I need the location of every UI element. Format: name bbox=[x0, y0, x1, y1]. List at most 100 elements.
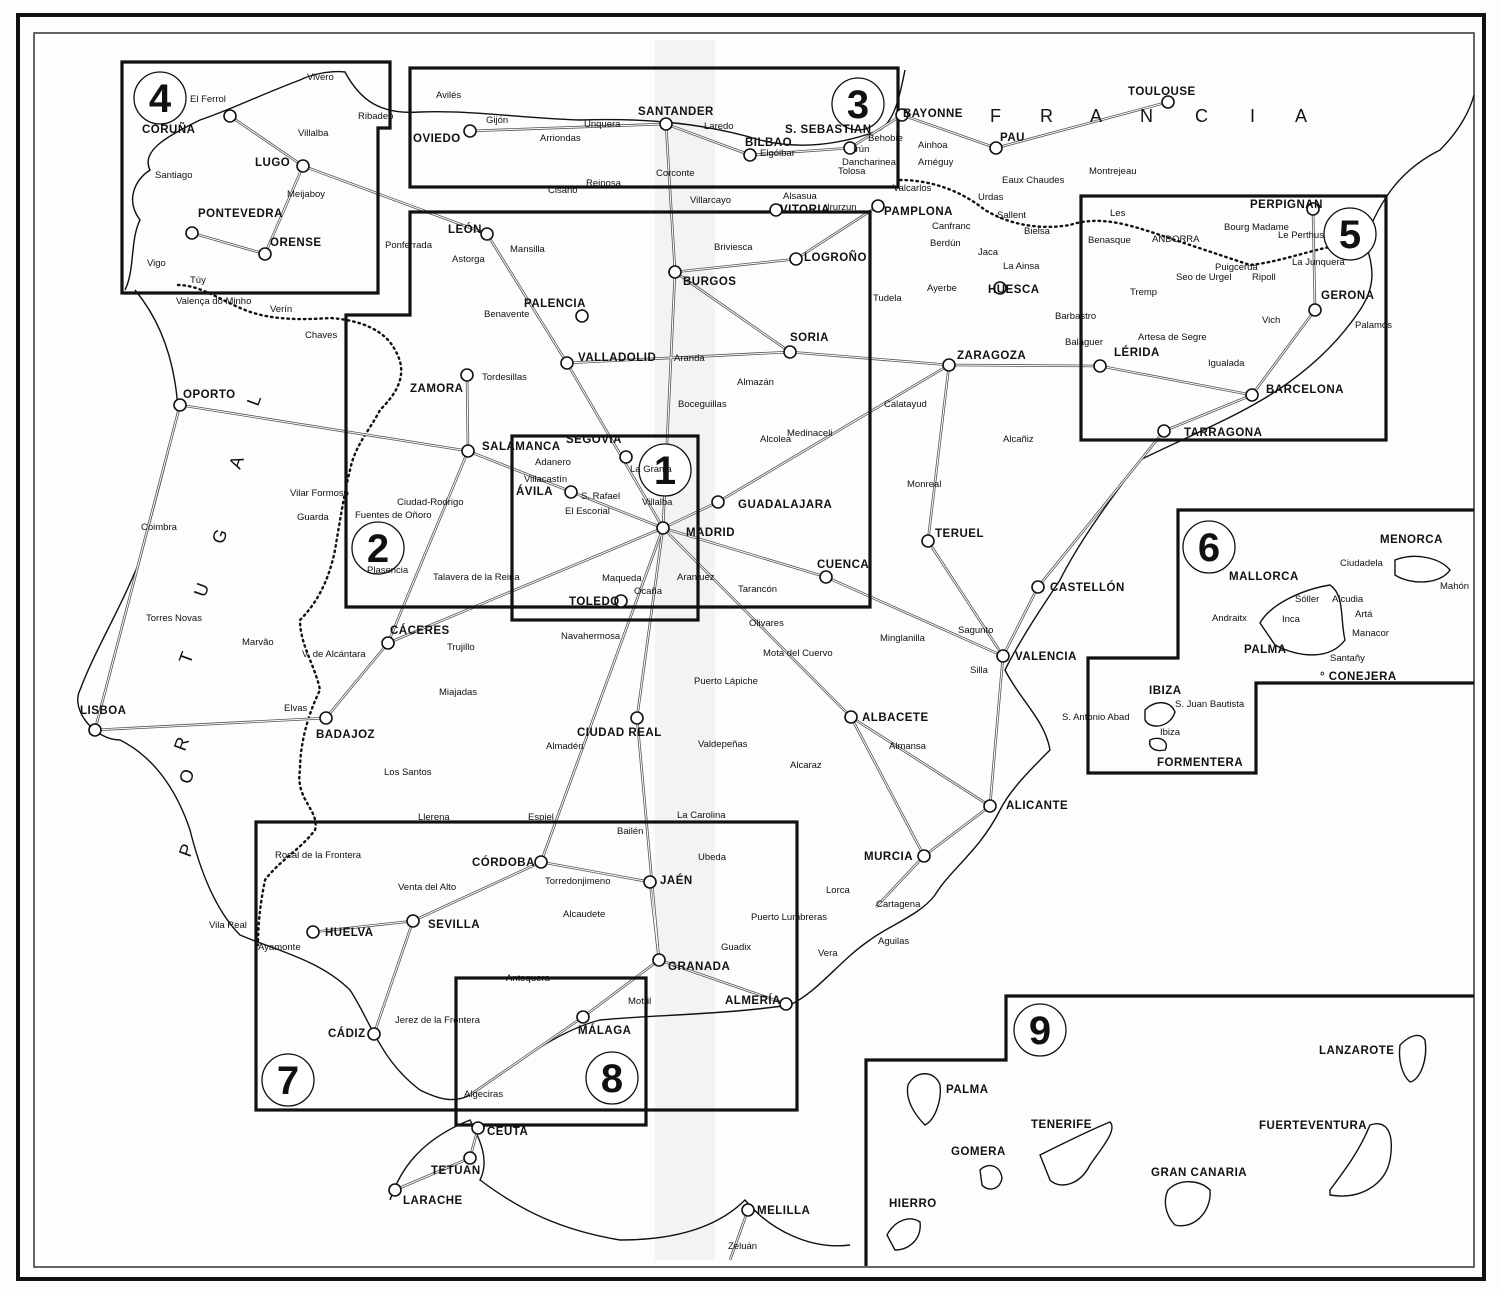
city-marker-santander[interactable] bbox=[659, 117, 673, 131]
city-marker-cadiz[interactable] bbox=[367, 1027, 381, 1041]
region-3-box[interactable] bbox=[408, 66, 900, 189]
city-label-perpignan: PERPIGNAN bbox=[1250, 199, 1323, 211]
city-marker-toulouse[interactable] bbox=[1161, 95, 1175, 109]
city-marker-leon[interactable] bbox=[480, 227, 494, 241]
city-marker-bayonne[interactable] bbox=[895, 108, 909, 122]
region-number-6[interactable]: 6 bbox=[1182, 520, 1236, 574]
city-marker-jaen[interactable] bbox=[643, 875, 657, 889]
city-marker-sevilla[interactable] bbox=[406, 914, 420, 928]
region-5-box[interactable] bbox=[1079, 194, 1388, 442]
city-marker-badajoz[interactable] bbox=[319, 711, 333, 725]
city-marker-avila[interactable] bbox=[564, 485, 578, 499]
region-1-box[interactable] bbox=[510, 434, 700, 622]
city-marker-huelva[interactable] bbox=[306, 925, 320, 939]
city-marker-alicante[interactable] bbox=[983, 799, 997, 813]
city-marker-guadalajara[interactable] bbox=[711, 495, 725, 509]
town-label-villalba: Villalba bbox=[642, 497, 673, 508]
city-label-melilla: MELILLA bbox=[757, 1205, 810, 1217]
region-number-5[interactable]: 5 bbox=[1323, 207, 1377, 261]
city-marker-zaragoza[interactable] bbox=[942, 358, 956, 372]
town-label-elvas: Elvas bbox=[284, 703, 307, 714]
region-number-4[interactable]: 4 bbox=[133, 71, 187, 125]
country-letter-portugal: U bbox=[190, 578, 214, 599]
city-marker-barcelona[interactable] bbox=[1245, 388, 1259, 402]
city-marker-oviedo[interactable] bbox=[463, 124, 477, 138]
city-marker-burgos[interactable] bbox=[668, 265, 682, 279]
city-label-orense: ORENSE bbox=[270, 237, 322, 249]
city-marker-gerona[interactable] bbox=[1308, 303, 1322, 317]
city-marker-lerida[interactable] bbox=[1093, 359, 1107, 373]
city-marker-tarragona[interactable] bbox=[1157, 424, 1171, 438]
town-label-aguilas: Aguilas bbox=[878, 936, 909, 947]
city-marker-ceuta[interactable] bbox=[471, 1121, 485, 1135]
city-marker-salamanca[interactable] bbox=[461, 444, 475, 458]
city-marker-melilla[interactable] bbox=[741, 1203, 755, 1217]
city-marker-coruna[interactable] bbox=[223, 109, 237, 123]
city-label-tarragona: TARRAGONA bbox=[1184, 427, 1262, 439]
city-marker-albacete[interactable] bbox=[844, 710, 858, 724]
city-marker-huesca[interactable] bbox=[993, 281, 1007, 295]
city-marker-cuenca[interactable] bbox=[819, 570, 833, 584]
island-label-tenerife: TENERIFE bbox=[1031, 1119, 1092, 1131]
region-number-8[interactable]: 8 bbox=[585, 1051, 639, 1105]
city-marker-s-sebastian[interactable] bbox=[843, 141, 857, 155]
city-marker-palencia[interactable] bbox=[575, 309, 589, 323]
city-marker-zamora[interactable] bbox=[460, 368, 474, 382]
region-4-box[interactable] bbox=[120, 60, 392, 295]
city-marker-malaga[interactable] bbox=[576, 1010, 590, 1024]
region-number-3[interactable]: 3 bbox=[831, 77, 885, 131]
town-label-seo-de-urgel: Seo de Urgel bbox=[1176, 272, 1231, 283]
city-marker-valencia[interactable] bbox=[996, 649, 1010, 663]
city-marker-lisboa[interactable] bbox=[88, 723, 102, 737]
town-label-lorca: Lorca bbox=[826, 885, 850, 896]
city-marker-ciudad-real[interactable] bbox=[630, 711, 644, 725]
town-label-marvao: Marvão bbox=[242, 637, 274, 648]
city-marker-pau[interactable] bbox=[989, 141, 1003, 155]
region-8-box[interactable] bbox=[454, 976, 648, 1127]
region-9-box[interactable] bbox=[864, 994, 1474, 1266]
city-marker-lugo[interactable] bbox=[296, 159, 310, 173]
town-label-sallent: Sallent bbox=[997, 210, 1026, 221]
town-label-ubeda: Ubeda bbox=[698, 852, 727, 863]
city-marker-teruel[interactable] bbox=[921, 534, 935, 548]
city-label-cuenca: CUENCA bbox=[817, 559, 869, 571]
city-marker-valladolid[interactable] bbox=[560, 356, 574, 370]
town-label-astorga: Astorga bbox=[452, 254, 485, 265]
town-label-villalba: Villalba bbox=[298, 128, 329, 139]
city-marker-castellon[interactable] bbox=[1031, 580, 1045, 594]
town-label-la-junquera: La Junquera bbox=[1292, 257, 1346, 268]
city-marker-tetuan[interactable] bbox=[463, 1151, 477, 1165]
city-marker-almeria[interactable] bbox=[779, 997, 793, 1011]
city-marker-larache[interactable] bbox=[388, 1183, 402, 1197]
islands bbox=[886, 555, 1451, 1251]
region-number-7[interactable]: 7 bbox=[261, 1053, 315, 1107]
city-marker-murcia[interactable] bbox=[917, 849, 931, 863]
city-marker-perpignan[interactable] bbox=[1306, 202, 1320, 216]
city-marker-pamplona[interactable] bbox=[871, 199, 885, 213]
island-label-formentera: FORMENTERA bbox=[1157, 757, 1243, 769]
region-7-box[interactable] bbox=[254, 820, 799, 1112]
city-marker-logrono[interactable] bbox=[789, 252, 803, 266]
city-marker-bilbao[interactable] bbox=[743, 148, 757, 162]
region-6-box[interactable] bbox=[1086, 508, 1474, 775]
city-marker-orense[interactable] bbox=[258, 247, 272, 261]
region-number-2[interactable]: 2 bbox=[351, 521, 405, 575]
city-marker-cordoba[interactable] bbox=[534, 855, 548, 869]
city-marker-madrid[interactable] bbox=[656, 521, 670, 535]
city-marker-caceres[interactable] bbox=[381, 636, 395, 650]
region-number-1[interactable]: 1 bbox=[638, 443, 692, 497]
island-label-palma: PALMA bbox=[946, 1084, 989, 1096]
city-marker-soria[interactable] bbox=[783, 345, 797, 359]
city-marker-pontevedra[interactable] bbox=[185, 226, 199, 240]
town-label-tuy: Túy bbox=[190, 275, 206, 286]
region-number-9[interactable]: 9 bbox=[1013, 1003, 1067, 1057]
town-label-bielsa: Bielsa bbox=[1024, 226, 1051, 237]
city-marker-toledo[interactable] bbox=[614, 594, 628, 608]
city-label-sevilla: SEVILLA bbox=[428, 919, 480, 931]
region-2-box[interactable] bbox=[344, 210, 872, 609]
city-marker-segovia[interactable] bbox=[619, 450, 633, 464]
city-marker-granada[interactable] bbox=[652, 953, 666, 967]
town-label-manacor: Manacor bbox=[1352, 628, 1389, 639]
city-marker-vitoria[interactable] bbox=[769, 203, 783, 217]
city-marker-oporto[interactable] bbox=[173, 398, 187, 412]
